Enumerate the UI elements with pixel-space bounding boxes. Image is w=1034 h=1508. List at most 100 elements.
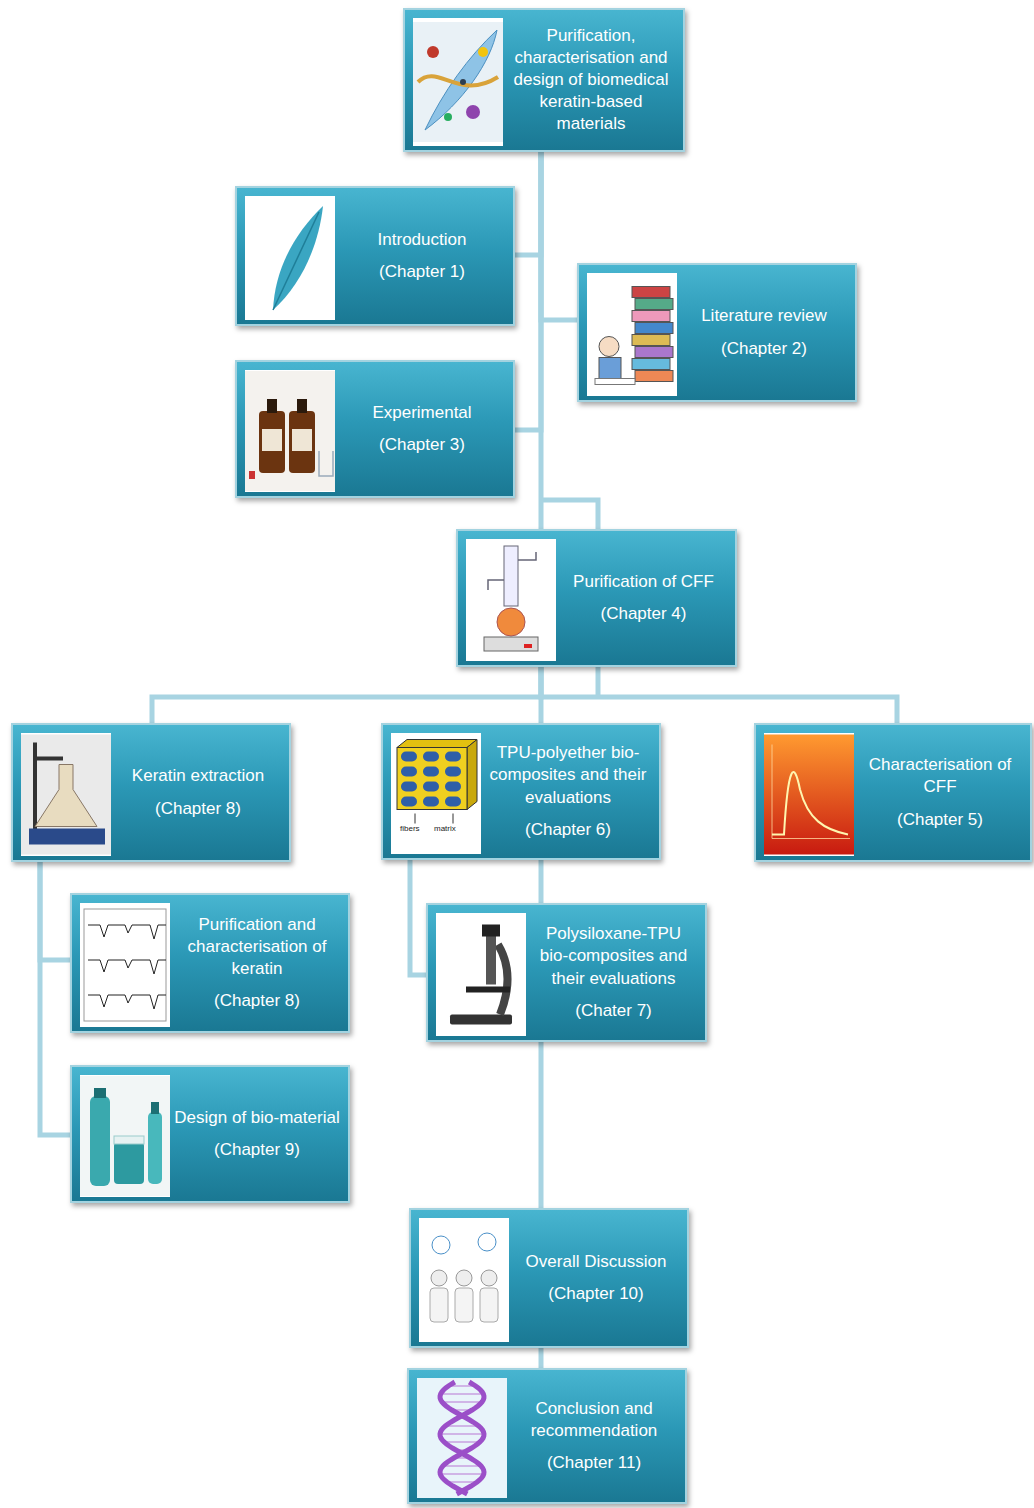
- text-group: Overall Discussion(Chapter 10): [526, 1251, 667, 1305]
- chapter-icon: [466, 539, 556, 661]
- connector-line: [539, 860, 544, 903]
- chapter-title: Introduction: [378, 229, 467, 251]
- icon-part: [21, 735, 111, 855]
- text-area: Characterisation of CFF(Chapter 5): [858, 725, 1022, 860]
- connector-line: [539, 1348, 544, 1368]
- icon-part: [484, 546, 538, 651]
- icon-part: [467, 740, 477, 810]
- icon-part: [632, 311, 670, 322]
- icon-part: [481, 1270, 497, 1286]
- icon-part: [423, 782, 439, 792]
- chapter-box: Purification and characterisation of ker…: [70, 893, 350, 1033]
- icon-part: [498, 945, 508, 1015]
- icon-label: matrix: [433, 825, 457, 833]
- icon-label: fibers: [399, 825, 421, 833]
- icon-part: [450, 1015, 512, 1025]
- connector-line: [515, 152, 541, 255]
- text-area: Introduction (Chapter 1): [339, 188, 505, 324]
- icon-part: [427, 46, 439, 58]
- chapter-icon: [245, 196, 335, 320]
- chapter-title: Characterisation of CFF: [858, 754, 1022, 798]
- icon-part: [267, 399, 277, 413]
- connector-line: [152, 667, 541, 723]
- chapter-box: Conclusion and recommendation(Chapter 11…: [407, 1368, 687, 1504]
- icon-part: [259, 411, 285, 473]
- text-area: Polysiloxane-TPU bio-composites and thei…: [530, 905, 697, 1040]
- icon-part: [88, 960, 166, 974]
- text-area: Keratin extraction(Chapter 8): [115, 725, 281, 860]
- chapter-box: Purification, characterisation and desig…: [403, 8, 685, 152]
- text-area: Purification of CFF(Chapter 4): [560, 531, 727, 665]
- chapter-title: Conclusion and recommendation: [511, 1398, 677, 1442]
- icon-part: [440, 1382, 484, 1494]
- icon-part: [417, 1378, 507, 1498]
- icon-part: [488, 552, 536, 590]
- chapter-number: (Chapter 1): [378, 261, 467, 283]
- icon-part: [764, 735, 854, 855]
- icon-part: [445, 767, 461, 777]
- text-area: Literature review(Chapter 2): [681, 265, 847, 400]
- icon-part: [635, 347, 673, 358]
- icon-part: [401, 752, 417, 762]
- icon-part: [632, 287, 670, 298]
- chapter-icon: [21, 733, 111, 856]
- icon-part: [151, 1102, 159, 1114]
- icon-part: [524, 644, 532, 648]
- chapter-title: Polysiloxane-TPU bio-composites and thei…: [530, 923, 697, 989]
- icon-part: [599, 358, 621, 382]
- icon-part: [423, 797, 439, 807]
- icon-part: [80, 1076, 170, 1196]
- icon-part: [460, 79, 466, 85]
- text-group: Design of bio-material(Chapter 9): [174, 1107, 339, 1161]
- text-area: TPU-polyether bio-composites and their e…: [485, 725, 651, 858]
- icon-part: [249, 471, 255, 479]
- icon-part: [445, 752, 461, 762]
- chapter-icon: [413, 18, 503, 146]
- icon-part: [432, 1236, 450, 1254]
- connector-line: [541, 667, 897, 723]
- icon-part: [456, 1270, 472, 1286]
- icon-part: [148, 1112, 162, 1184]
- chapter-icon: [391, 733, 481, 854]
- icon-part: [764, 735, 854, 855]
- icon-part: [423, 752, 439, 762]
- icon-part: [90, 1096, 110, 1186]
- chapter-number: (Chapter 10): [526, 1283, 667, 1305]
- connector-line: [539, 152, 544, 529]
- connector-stub: [596, 667, 601, 697]
- icon-part: [415, 814, 453, 824]
- icon-part: [440, 1382, 484, 1494]
- icon-part: [423, 767, 439, 777]
- icon-part: [772, 745, 850, 839]
- chapter-box: Design of bio-material(Chapter 9): [70, 1065, 350, 1203]
- icon-part: [273, 212, 319, 310]
- icon-part: [444, 113, 452, 121]
- chapter-box: Characterisation of CFF(Chapter 5): [754, 723, 1032, 862]
- chapter-icon: [80, 903, 170, 1027]
- text-area: Experimental(Chapter 3): [339, 362, 505, 496]
- chapter-icon: [764, 733, 854, 856]
- icon-part: [430, 1288, 448, 1322]
- icon-part: [635, 323, 673, 334]
- icon-part: [292, 429, 312, 451]
- icon-part: [466, 987, 510, 993]
- chapter-box: Purification of CFF(Chapter 4): [456, 529, 737, 667]
- icon-part: [484, 637, 538, 651]
- connector-line: [539, 1042, 544, 1208]
- chapter-number: (Chapter 8): [132, 798, 264, 820]
- icon-part: [445, 797, 461, 807]
- chapter-icon: [80, 1075, 170, 1197]
- icon-part: [21, 735, 111, 855]
- icon-part: [443, 1465, 481, 1467]
- icon-part: [445, 1425, 478, 1427]
- icon-part: [455, 1288, 473, 1322]
- icon-part: [297, 399, 307, 413]
- icon-part: [88, 925, 166, 939]
- text-group: Literature review(Chapter 2): [701, 305, 827, 359]
- chapter-box: Overall Discussion(Chapter 10): [409, 1208, 689, 1348]
- chapter-title: Purification of CFF: [573, 571, 714, 593]
- chapter-title: Literature review: [701, 305, 827, 327]
- icon-part: [599, 337, 619, 357]
- text-group: Experimental(Chapter 3): [372, 402, 471, 456]
